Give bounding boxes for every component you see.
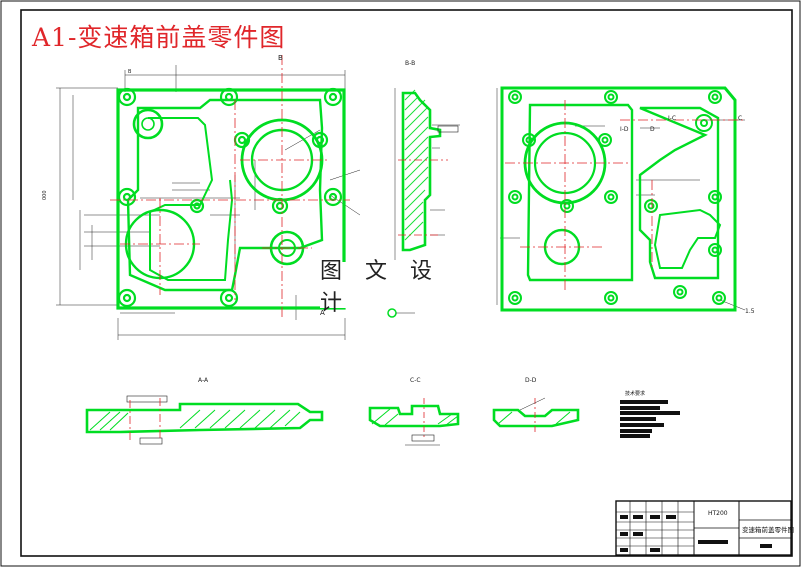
svg-text:I-C: I-C: [668, 115, 676, 122]
section-bb: B-B: [387, 60, 460, 318]
svg-text:C: C: [738, 115, 742, 122]
rear-view: I-D D I-C C 1.5: [496, 86, 755, 315]
svg-text:000: 000: [42, 190, 48, 200]
tech-requirements: 技术要求: [620, 390, 680, 438]
svg-text:B: B: [128, 69, 132, 75]
section-bb-label: B-B: [405, 60, 415, 67]
title-block-part-name: 变速箱前盖零件图: [742, 526, 794, 534]
section-cc-label: C-C: [410, 377, 421, 384]
title-block-material: HT200: [708, 510, 728, 517]
svg-text:1.5: 1.5: [745, 308, 755, 315]
section-aa: A-A: [85, 377, 324, 445]
section-cc: C-C: [368, 377, 460, 446]
inner-frame: [20, 9, 793, 557]
svg-text:A: A: [320, 309, 325, 317]
svg-text:I-D: I-D: [620, 126, 629, 133]
watermark: 图 文 设 计: [320, 259, 480, 316]
title-block: [615, 500, 792, 556]
tech-requirements-heading: 技术要求: [625, 390, 645, 397]
section-dd-label: D-D: [525, 377, 537, 384]
front-view: B B 000 A: [42, 54, 361, 340]
drawing-title: A1-变速箱前盖零件图: [32, 23, 286, 52]
section-dd: D-D: [492, 377, 580, 435]
svg-text:B: B: [278, 54, 283, 62]
section-aa-label: A-A: [198, 377, 209, 384]
svg-text:D: D: [650, 126, 655, 133]
